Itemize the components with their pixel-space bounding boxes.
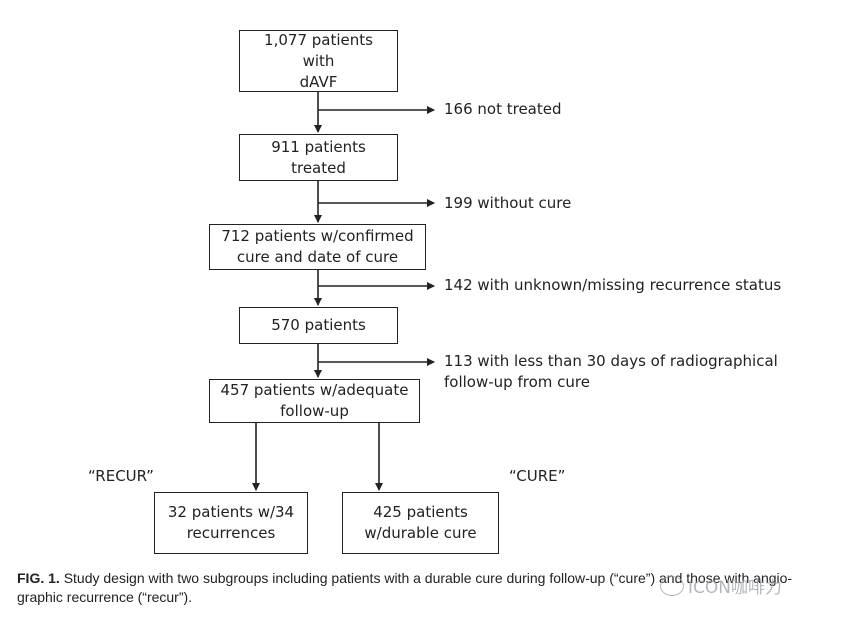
exclusion-without-cure: 199 without cure (444, 194, 572, 212)
exclusion-short-follow-up: 113 with less than 30 days of radiograph… (444, 352, 778, 391)
wechat-icon (660, 575, 684, 596)
caption-text: Study design with two subgroups includin… (17, 570, 793, 605)
box-570-patients: 570 patients (239, 307, 398, 344)
figure-caption: FIG. 1. Study design with two subgroups … (17, 569, 817, 607)
exclusion-unknown-status: 142 with unknown/missing recurrence stat… (444, 276, 782, 294)
caption-label: FIG. 1. (17, 570, 60, 586)
watermark-text: ICON咖啡力 (688, 578, 782, 598)
group-label-recur: “RECUR” (88, 467, 154, 485)
watermark: ICON咖啡力 (660, 573, 782, 598)
group-label-cure: “CURE” (509, 467, 566, 485)
exclusion-not-treated: 166 not treated (444, 100, 562, 118)
